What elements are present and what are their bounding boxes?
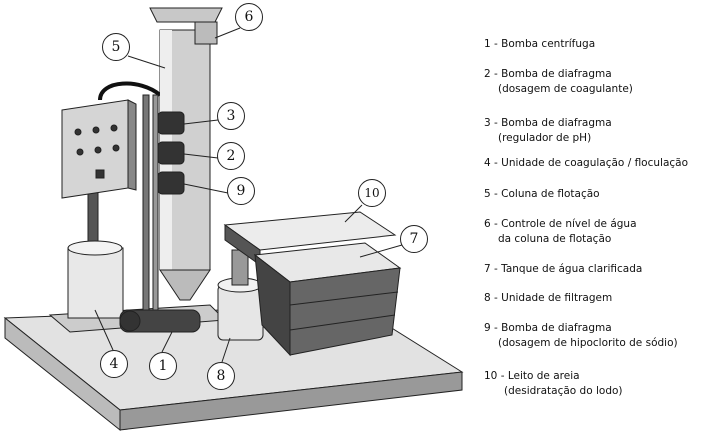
cable	[98, 81, 162, 101]
legend-text: 10 - Leito de areia	[484, 370, 580, 382]
legend-text: 5 - Coluna de flotação	[484, 188, 600, 200]
pump-2	[157, 141, 185, 165]
legend-subtext: da coluna de flotação	[498, 233, 612, 245]
flotation-column-cone	[159, 269, 211, 301]
legend-text: 6 - Controle de nível de água	[484, 218, 637, 230]
legend-item-8: 8 - Unidade de filtragem	[484, 291, 612, 306]
callout-6: 6	[235, 3, 263, 31]
legend-text: 2 - Bomba de diafragma	[484, 68, 612, 80]
callout-8: 8	[207, 362, 235, 390]
pump-9	[157, 171, 185, 195]
legend-text: 9 - Bomba de diafragma	[484, 322, 612, 334]
legend-subtext: (regulador de pH)	[498, 132, 592, 144]
legend-text: 7 - Tanque de água clarificada	[484, 263, 643, 275]
control-panel-side	[127, 99, 137, 191]
panel-buttons	[74, 124, 120, 179]
legend-item-10: 10 - Leito de areia (desidratação do lodo…	[484, 369, 623, 399]
legend-item-7: 7 - Tanque de água clarificada	[484, 262, 642, 277]
legend-text: 8 - Unidade de filtragem	[484, 292, 613, 304]
legend-text: 3 - Bomba de diafragma	[484, 117, 612, 129]
legend-text: 4 - Unidade de coagulação / floculação	[484, 157, 689, 169]
callout-7: 7	[400, 225, 428, 253]
filter-unit	[217, 284, 264, 341]
legend-item-9: 9 - Bomba de diafragma (dosagem de hipocl…	[484, 321, 678, 351]
callout-5: 5	[102, 33, 130, 61]
pipe	[152, 94, 159, 311]
callout-3: 3	[217, 102, 245, 130]
callout-10: 10	[358, 179, 386, 207]
legend-item-2: 2 - Bomba de diafragma (dosagem de coagul…	[484, 67, 633, 97]
leader-lines	[94, 27, 403, 363]
callout-4: 4	[100, 350, 128, 378]
pipe	[142, 94, 150, 311]
legend-subtext: (dosagem de hipoclorito de sódio)	[498, 337, 678, 349]
legend-subtext: (dosagem de coagulante)	[498, 83, 633, 95]
coagulation-tank	[67, 247, 124, 319]
legend-item-1: 1 - Bomba centrífuga	[484, 37, 595, 52]
legend-item-4: 4 - Unidade de coagulação / floculação	[484, 156, 688, 171]
callout-9: 9	[227, 177, 255, 205]
legend-text: 1 - Bomba centrífuga	[484, 38, 596, 50]
callout-1: 1	[149, 352, 177, 380]
pump-3	[157, 111, 185, 135]
callout-2: 2	[217, 142, 245, 170]
legend-item-6: 6 - Controle de nível de água da coluna d…	[484, 217, 637, 247]
level-control	[149, 7, 223, 23]
legend-item-3: 3 - Bomba de diafragma (regulador de pH)	[484, 116, 612, 146]
legend-item-5: 5 - Coluna de flotação	[484, 187, 600, 202]
base-platform-side	[119, 371, 463, 431]
legend-subtext: (desidratação do lodo)	[504, 385, 623, 397]
